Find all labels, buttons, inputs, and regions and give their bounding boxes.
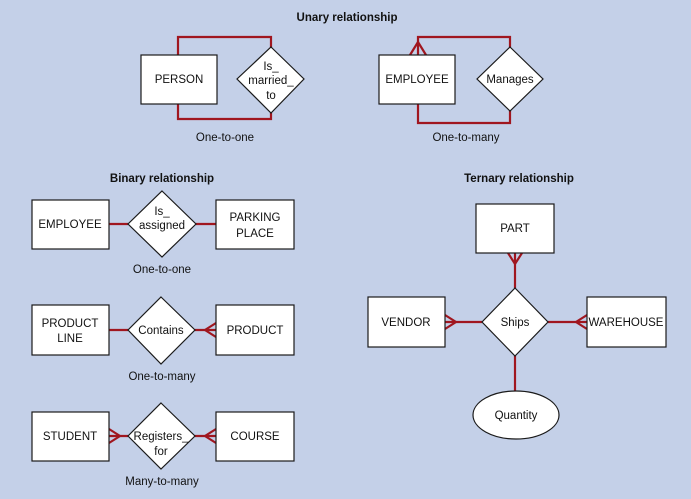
relationship-label: to	[266, 90, 276, 102]
entity-label: PRODUCT	[227, 325, 284, 337]
crow-foot	[507, 252, 523, 267]
cardinality-label: One-to-many	[128, 371, 195, 383]
entity-course	[215, 411, 295, 462]
cardinality-label: One-to-many	[432, 132, 499, 144]
relationship-label: Ships	[501, 317, 530, 329]
relationship-manages	[476, 46, 544, 112]
crow-foot	[444, 314, 459, 330]
entity-employee	[378, 54, 456, 105]
entity-label: PRODUCT	[42, 318, 99, 330]
binary-one-to-one: EMPLOYEE Is_ assigned PARKING PLACE One-…	[31, 190, 295, 276]
crow-foot	[202, 428, 217, 444]
entity-vendor	[367, 296, 446, 348]
cardinality-label: One-to-one	[133, 264, 191, 276]
relationship-is-assigned	[127, 190, 197, 258]
entity-label: COURSE	[230, 431, 280, 443]
entity-part	[475, 203, 555, 254]
entity-label: LINE	[57, 333, 83, 345]
relationship-label: assigned	[139, 220, 185, 232]
connector-line	[416, 35, 512, 55]
title-ternary: Ternary relationship	[464, 173, 574, 185]
relationship-label: Is_	[154, 206, 170, 218]
crow-foot	[409, 39, 427, 56]
entity-label: EMPLOYEE	[38, 219, 102, 231]
entity-product	[215, 304, 295, 356]
relationship-registers-for	[127, 402, 196, 470]
entity-parking-place	[215, 199, 295, 250]
unary-one-to-many: EMPLOYEE Manages One-to-many	[378, 35, 544, 144]
relationship-label: for	[154, 446, 168, 458]
entity-label: PARKING	[230, 212, 281, 224]
connector-line	[176, 35, 273, 60]
cardinality-label: Many-to-many	[125, 476, 199, 488]
entity-label: WAREHOUSE	[589, 317, 664, 329]
relationship-label: Is_	[263, 61, 279, 73]
binary-one-to-many: PRODUCT LINE Contains PRODUCT One-to-man…	[31, 296, 295, 383]
entity-label: STUDENT	[43, 431, 97, 443]
entity-student	[31, 411, 110, 462]
attribute-label: Quantity	[495, 410, 538, 422]
entity-label: PERSON	[155, 74, 204, 86]
relationship-label: Contains	[138, 325, 184, 337]
entity-label: EMPLOYEE	[385, 74, 449, 86]
entity-product-line	[31, 304, 110, 356]
entity-label: VENDOR	[381, 317, 430, 329]
entity-label: PART	[500, 223, 530, 235]
cardinality-label: One-to-one	[196, 132, 254, 144]
relationship-label: married_	[248, 75, 294, 87]
entity-employee	[31, 199, 110, 250]
relationship-ships	[481, 287, 549, 357]
crow-foot	[202, 322, 217, 338]
ternary-relationship: PART VENDOR Ships WAREHOUSE Quantity	[367, 203, 667, 440]
crow-foot	[108, 428, 123, 444]
connector-line	[416, 104, 512, 125]
binary-many-to-many: STUDENT Registers_ for COURSE Many-to-ma…	[31, 402, 295, 488]
entity-warehouse	[586, 296, 667, 348]
unary-one-to-one: PERSON Is_ married_ to One-to-one	[140, 35, 305, 144]
relationship-label: Manages	[486, 74, 534, 86]
title-binary: Binary relationship	[110, 173, 214, 185]
connector-line	[176, 104, 273, 121]
relationship-contains	[127, 296, 196, 365]
entity-person	[140, 54, 218, 105]
relationship-is-married-to	[236, 46, 305, 114]
crow-foot	[573, 314, 588, 330]
entity-label: PLACE	[236, 228, 274, 240]
title-unary: Unary relationship	[297, 12, 398, 24]
relationship-label: Registers_	[134, 431, 190, 443]
attribute-quantity	[472, 390, 560, 440]
